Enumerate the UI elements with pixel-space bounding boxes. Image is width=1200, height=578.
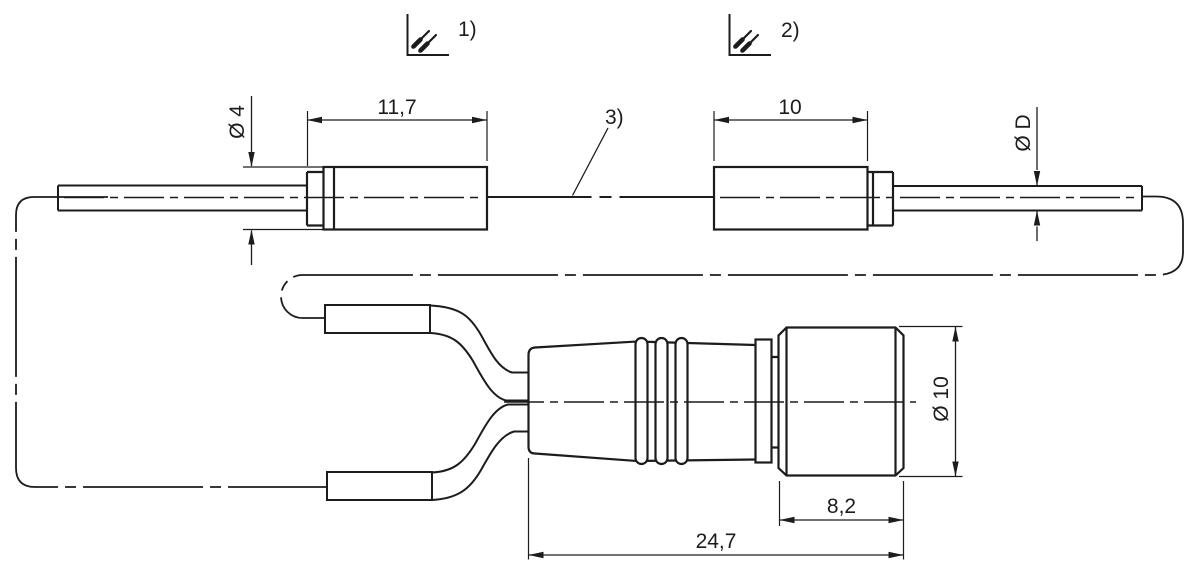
connector	[504, 326, 916, 477]
arrow-right-icon	[888, 516, 904, 524]
tip-sleeve-left	[305, 165, 489, 231]
dim-label-cable-diameter: Ø D	[1012, 114, 1035, 151]
dim-connector-diameter: Ø 10	[899, 325, 963, 478]
dim-connector-body-length: 8,2	[778, 481, 905, 560]
callout-3-label: 3)	[605, 106, 624, 129]
arrow-right-icon	[472, 116, 487, 124]
branch-boot-lower	[326, 471, 433, 501]
arrow-down-icon	[952, 461, 959, 477]
arrow-up-icon	[952, 326, 959, 342]
connector-neck	[771, 355, 779, 449]
connector-rib-3	[674, 336, 689, 466]
dim-label-sleeve1-length: 11,7	[377, 96, 416, 119]
branch-curve-upper	[429, 304, 529, 402]
dim-label-sleeve2-length: 10	[778, 96, 801, 119]
dim-connector-total-length: 24,7	[527, 458, 904, 560]
arrow-down-icon	[248, 152, 255, 167]
y-splitter	[324, 304, 529, 501]
tip-sleeve-right	[712, 165, 895, 231]
cable-loop-right	[280, 195, 1184, 319]
dim-cable-diameter: Ø D	[1012, 107, 1041, 241]
dim-label-connector-total-length: 24,7	[696, 530, 737, 553]
connector-flange	[754, 338, 773, 464]
marking-symbol-2: 2)	[728, 14, 800, 56]
callout-2-label: 2)	[781, 19, 800, 42]
arrow-left-icon	[307, 116, 322, 124]
dim-sleeve1-length: 11,7	[306, 96, 488, 166]
dim-label-connector-diameter: Ø 10	[930, 376, 953, 422]
arrow-right-icon	[888, 551, 904, 559]
arrow-left-icon	[779, 516, 795, 524]
cable-loop-left	[15, 196, 326, 488]
arrow-right-icon	[852, 116, 868, 124]
connector-rib-2	[654, 336, 669, 466]
dim-label-sleeve1-diameter: Ø 4	[226, 105, 249, 139]
marking-symbol-1: 1)	[406, 14, 477, 56]
connector-strain-relief	[527, 340, 638, 463]
upper-cable-left	[57, 184, 307, 212]
arrow-left-icon	[714, 116, 729, 124]
dim-sleeve2-length: 10	[713, 96, 869, 161]
callout-1-label: 1)	[458, 18, 477, 41]
corner-bracket-icon	[406, 14, 449, 56]
dim-sleeve1-diameter: Ø 4	[226, 96, 324, 265]
arrow-up-icon	[248, 229, 255, 245]
arrow-left-icon	[528, 551, 544, 559]
connector-rib-1	[634, 336, 649, 466]
branch-curve-lower	[431, 403, 529, 501]
corner-bracket-icon	[728, 14, 771, 56]
branch-boot-upper	[324, 304, 431, 334]
dim-label-connector-body-length: 8,2	[827, 495, 856, 518]
leader-line	[571, 127, 609, 196]
upper-cable-right	[893, 185, 1143, 212]
callout-3: 3)	[571, 106, 624, 196]
